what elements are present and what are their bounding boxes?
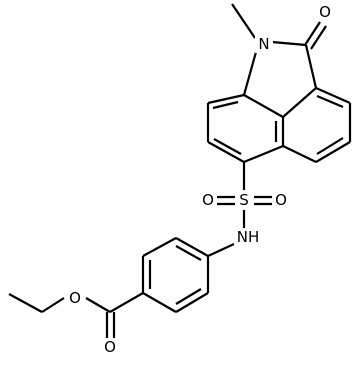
bond-lactam-carbonyl-1 [304, 21, 321, 46]
bond-ring-c-5 [175, 292, 209, 313]
bond-ring-c-2 [142, 237, 177, 257]
bond-c2a-c8b [282, 87, 317, 118]
o-lactam-background [316, 3, 334, 21]
bond-ring-b-1 [315, 86, 351, 105]
bond-ring-c-5-inner [175, 288, 202, 305]
bond-ring-c-4 [142, 292, 177, 313]
bond-ring-b-3 [315, 141, 351, 163]
nh-sulfonamide-background [234, 228, 262, 246]
o-sulfonyl-left-label: O [202, 191, 214, 209]
bond-ethyl-methyl [8, 293, 43, 313]
atom-label-layer: N O S O O NH O O [66, 3, 334, 356]
bond-ring-a-1-inner [212, 100, 239, 110]
o-ester-single-label: O [69, 289, 81, 307]
o-ester-double-label: O [104, 338, 116, 356]
bond-ring-c-1 [175, 237, 209, 257]
o-ester-double-background [101, 338, 119, 356]
o-lactam-label: O [319, 3, 331, 21]
o-sulfonyl-left-background [199, 191, 217, 209]
bond-layer [8, 3, 352, 340]
bond-lactam-carbonyl-2 [310, 25, 327, 50]
bond-nh-aryl [207, 243, 235, 257]
bond-ring-c-1-inner [175, 245, 202, 261]
bond-ring-a-3 [207, 141, 245, 163]
bond-ester-carbon-oxygen [85, 297, 111, 313]
bond-n-ring-carbon [242, 51, 258, 96]
n-lactam-background [255, 35, 273, 53]
o-sulfonyl-right-background [272, 191, 290, 209]
o-sulfonyl-right-label: O [275, 191, 287, 209]
s-sulfonyl-background [235, 191, 253, 209]
bond-ring-a-3-inner [213, 138, 242, 155]
s-sulfonyl-label: S [239, 191, 249, 209]
o-ester-single-background [66, 289, 84, 307]
bond-ring-ester-carbon [109, 292, 144, 313]
bond-ring-a-4 [243, 144, 284, 164]
bond-n-carbonyl-carbon [271, 40, 307, 47]
bond-carbonyl-carbon-ring [304, 44, 318, 89]
bond-ring-b-1-inner [316, 94, 344, 109]
bond-n-methyl [231, 3, 256, 39]
bond-c8a-c8b [243, 94, 284, 118]
bond-oxygen-ethyl [41, 297, 65, 313]
bond-ring-b-3-inner [316, 137, 344, 155]
nh-sulfonamide-label: NH [237, 228, 260, 246]
bond-ring-b-4 [282, 145, 317, 163]
n-lactam-label: N [258, 35, 269, 53]
bond-ring-a-1 [207, 93, 245, 105]
